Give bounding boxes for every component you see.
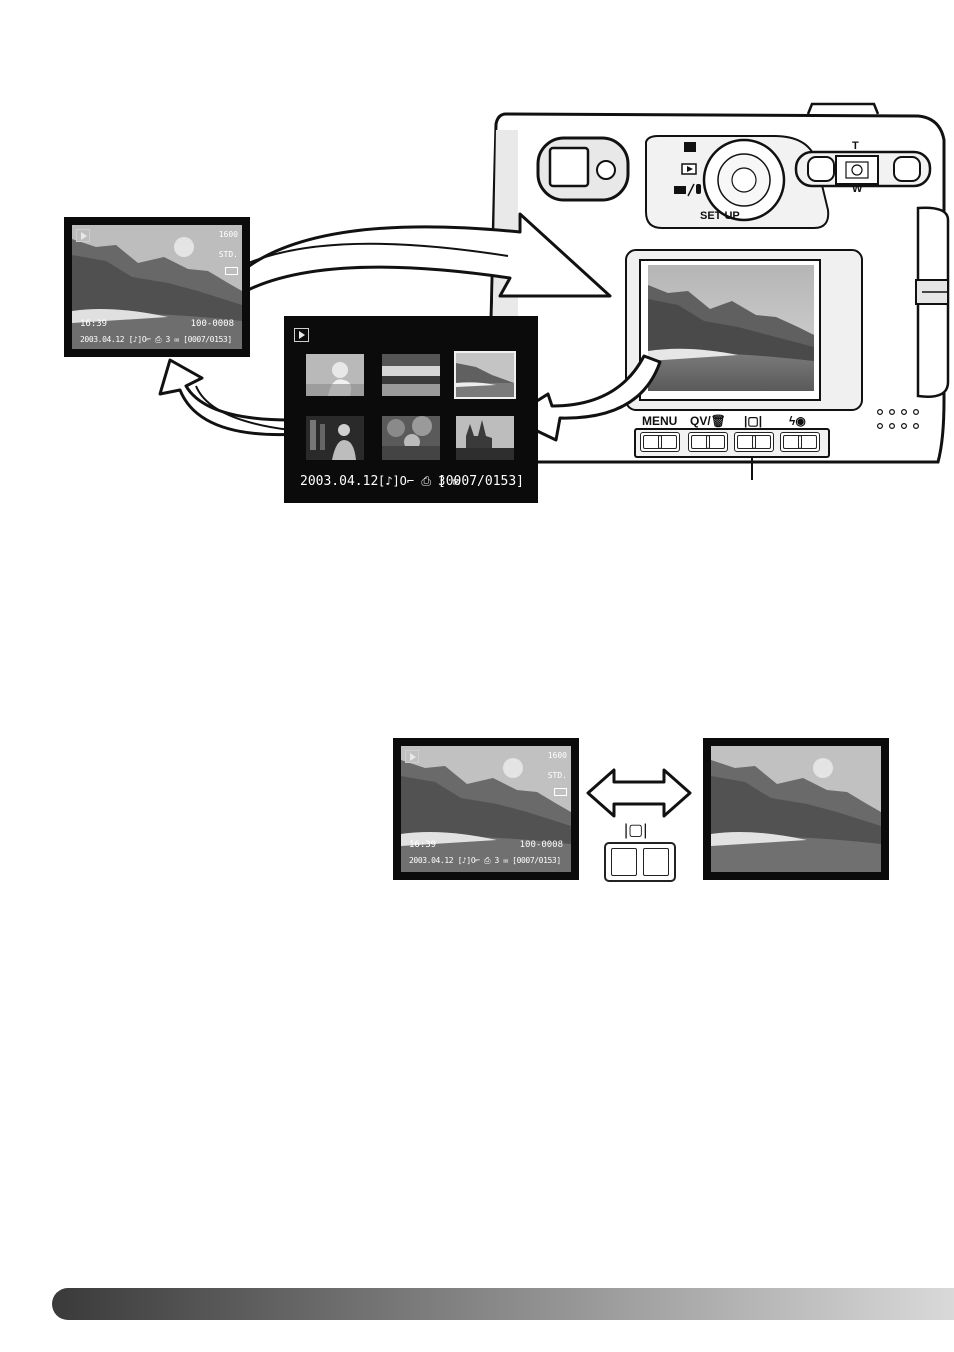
index-frame-counter: [0007/0153] [437,474,524,489]
info-on-photo [401,746,571,872]
playback-icon [294,328,309,342]
toggle-arrow [586,768,692,818]
resolution-text: 1600 [547,751,567,760]
info-line: 2003.04.12 [♪]O⌐ ⎙ 3 ✉ [0007/0153] [80,335,232,344]
info-display-off [703,738,889,880]
playback-icon [76,229,90,242]
flash-button[interactable] [780,432,820,452]
quality-text: STD. [218,250,238,259]
qv-text: QV/ [690,414,711,428]
flash-button-label: ϟ◉ [789,414,806,428]
menu-button-label: MENU [642,414,678,428]
file-number-text: 100-0008 [519,840,563,850]
thumbnail-3-selected[interactable] [454,351,516,399]
thumbnail-6[interactable] [456,416,514,460]
single-frame-photo [72,225,242,349]
thumbnail-2[interactable] [382,354,440,396]
index-status-icons: [♪]O⌐ ⎙ 3 ✉ [378,474,460,488]
file-number-text: 100-0008 [190,319,234,329]
time-text: 16:39 [80,319,108,329]
info-display-on: 1600 STD. 16:39 100-0008 2003.04.12 [♪]O… [393,738,579,880]
display-button-label: |▢| [744,414,763,428]
display-button-large[interactable] [604,842,676,882]
battery-icon [225,267,238,275]
display-button[interactable] [734,432,774,452]
info-line: 2003.04.12 [♪]O⌐ ⎙ 3 ✉ [0007/0153] [409,856,561,865]
zoom-wide-label: W [852,183,863,195]
playback-icon [405,750,419,763]
resolution-text: 1600 [218,230,238,239]
setup-label: SET UP [700,210,740,222]
index-date: 2003.04.12 [300,474,379,489]
index-playback-display: 2003.04.12 [♪]O⌐ ⎙ 3 ✉ [0007/0153] [284,316,538,503]
camera-lcd-photo [648,265,814,391]
display-button-symbol: |▢| [624,822,648,839]
thumbnail-4[interactable] [306,416,364,460]
thumbnail-1[interactable] [306,354,364,396]
cycle-arrows [158,212,662,442]
qv-delete-button[interactable] [688,432,728,452]
zoom-tele-label: T [852,140,859,152]
qv-button-label: QV/🗑 [690,414,726,428]
footer-bar [52,1288,954,1320]
time-text: 16:39 [409,840,437,850]
thumbnail-5[interactable] [382,416,440,460]
menu-button[interactable] [640,432,680,452]
info-off-photo [711,746,881,872]
trash-icon: 🗑 [710,414,726,428]
single-frame-display: 1600 STD. 16:39 100-0008 2003.04.12 [♪]O… [64,217,250,357]
battery-icon [554,788,567,796]
quality-text: STD. [547,771,567,780]
